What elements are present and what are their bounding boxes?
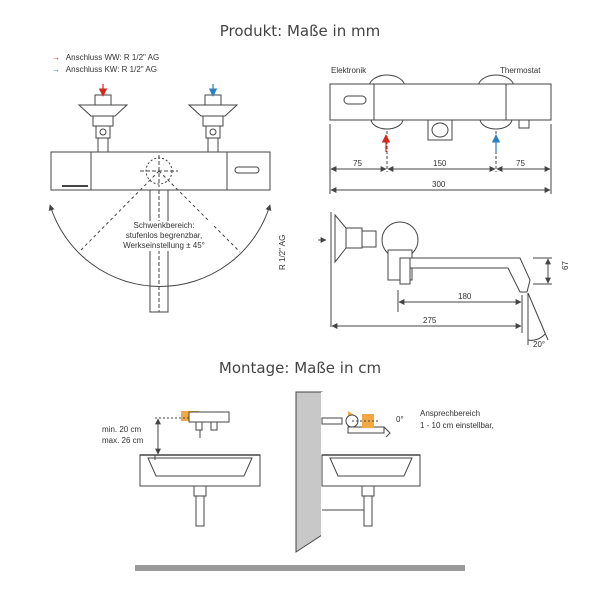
label-thermostat: Thermostat — [500, 66, 541, 75]
label-electronic: Elektronik — [331, 66, 367, 75]
dim-left-offset: 75 — [353, 159, 362, 168]
mount-sensor-line1: Ansprechbereich — [420, 409, 481, 418]
wall — [295, 391, 323, 553]
swivel-note-line2: stufenlos begrenzbar, — [125, 231, 203, 240]
sensor-window-top — [234, 166, 260, 174]
legend-warm: → Anschluss WW: R 1/2" AG — [52, 53, 159, 63]
mount-sensor-line2: 1 - 10 cm einstellbar, — [420, 421, 494, 430]
mount-left — [139, 411, 261, 527]
dim-right-offset: 75 — [516, 159, 525, 168]
swivel-note: Schwenkbereich: stufenlos begrenzbar, We… — [116, 221, 212, 251]
dim-height: 67 — [561, 261, 570, 270]
mount-zero-angle: 0° — [396, 415, 404, 424]
dim-spout-angle: 20° — [533, 340, 546, 349]
connector-right — [187, 94, 239, 153]
top-view — [48, 94, 272, 313]
mount-height-max: max. 26 cm — [102, 436, 144, 445]
mounting-heading: Montage: Maße in cm — [218, 359, 382, 377]
legend-cold-label: Anschluss KW: — [65, 65, 120, 74]
legend-warm-label: Anschluss WW: — [65, 53, 122, 62]
legend-cold: → Anschluss KW: R 1/2" AG — [52, 65, 157, 75]
product-heading: Produkt: Maße in mm — [219, 22, 381, 40]
warm-arrow-icon: → — [52, 53, 60, 62]
dim-total-width: 300 — [432, 180, 446, 189]
mount-height-min: min. 20 cm — [102, 425, 142, 434]
legend-cold-value: R 1/2" AG — [121, 65, 157, 74]
dim-spout-reach: 180 — [458, 292, 472, 301]
connector-left — [77, 94, 129, 153]
swivel-note-line1: Schwenkbereich: — [133, 221, 195, 230]
dim-thread: R 1/2" AG — [278, 234, 287, 270]
cold-arrow-icon: → — [52, 65, 60, 74]
side-view — [318, 212, 552, 345]
sensor-window-front — [343, 95, 367, 105]
dim-center-span: 150 — [433, 159, 447, 168]
mixer-body-front — [329, 83, 552, 121]
front-view — [329, 74, 552, 194]
mount-right — [135, 391, 465, 571]
floor — [135, 565, 465, 571]
swivel-note-line3: Werkseinstellung ± 45° — [123, 241, 205, 250]
legend-warm-value: R 1/2" AG — [123, 53, 160, 62]
dim-total-depth: 275 — [423, 316, 437, 325]
